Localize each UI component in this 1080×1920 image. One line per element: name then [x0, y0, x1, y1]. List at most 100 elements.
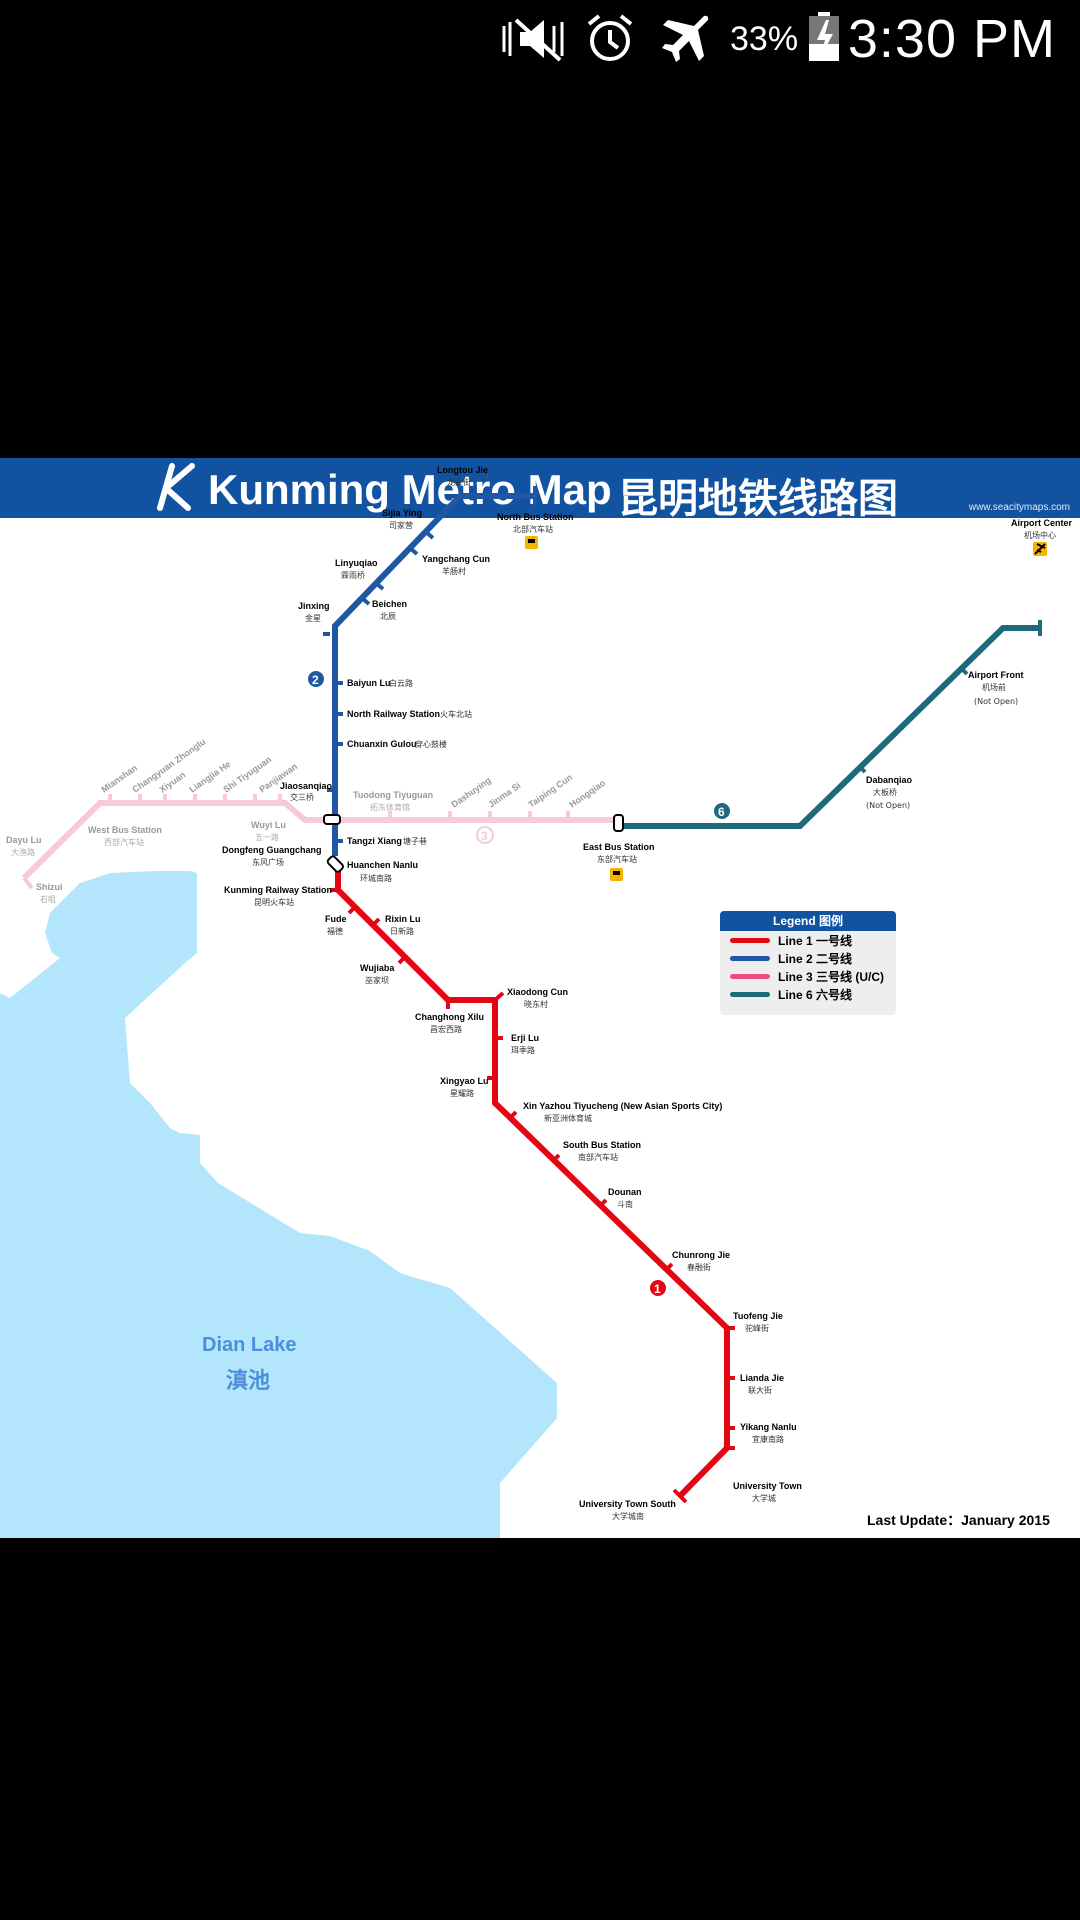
- legend-item-line-2: Line 2 二号线: [720, 949, 896, 967]
- station-note: (Not Open): [974, 697, 1018, 706]
- station-label-cn: 大学城: [752, 1493, 776, 1503]
- dian-lake: [0, 871, 557, 1538]
- station-label: University Town South: [579, 1499, 676, 1509]
- station-label: Jinma Si: [486, 780, 522, 809]
- station-label: Chuanxin Gulou: [347, 739, 417, 749]
- station-label-cn: 北部汽车站: [513, 524, 553, 534]
- map-legend: Legend 图例 Line 1 一号线 Line 2 二号线 Line 3 三…: [720, 911, 896, 1015]
- station-label: Huanchen Nanlu: [347, 860, 418, 870]
- line-6-badge: [714, 803, 730, 819]
- station-label: Rixin Lu: [385, 914, 421, 924]
- last-update: Last Update：January 2015: [867, 1512, 1050, 1528]
- station-label: South Bus Station: [563, 1140, 641, 1150]
- station-label: Yikang Nanlu: [740, 1422, 797, 1432]
- line-1-badge-label: 1: [654, 1282, 661, 1296]
- station-label-cn: 昌宏西路: [430, 1024, 462, 1034]
- station-label: Longtou Jie: [437, 465, 488, 475]
- station-label: Dabanqiao: [866, 775, 913, 785]
- station-label: Dongfeng Guangchang: [222, 845, 322, 855]
- station-label-cn: 穿心鼓楼: [415, 739, 447, 749]
- bus-icon: [525, 536, 538, 549]
- station-label-cn: 司家营: [389, 520, 413, 530]
- line-3-badge-label: 3: [481, 829, 488, 843]
- station-label: Dashuying: [449, 775, 492, 810]
- metro-map-canvas: Dian Lake 滇池 3 6: [0, 465, 1073, 1538]
- station-label: Sijia Ying: [382, 508, 422, 518]
- interchange-dongfeng: [323, 814, 341, 825]
- station-label-cn: 昆明火车站: [254, 897, 294, 907]
- line-3-badge: [476, 826, 494, 844]
- station-label: Tangzi Xiang: [347, 836, 402, 846]
- station-label: Fude: [325, 914, 347, 924]
- station-label-cn: 星耀路: [450, 1088, 474, 1098]
- station-label: Changhong Xilu: [415, 1012, 484, 1022]
- map-header: Kunming Metro Map 昆明地铁线路图 www.seacitymap…: [0, 458, 1080, 522]
- station-label: Shizui: [36, 882, 63, 892]
- station-label: Jinxing: [298, 601, 330, 611]
- station-label-cn: 龙头街: [447, 477, 471, 487]
- line-6-ticks: [857, 620, 1042, 774]
- lake-label-cn: 滇池: [226, 1369, 270, 1394]
- station-label-cn: 羊肠村: [442, 566, 466, 576]
- battery-percent: 33%: [730, 20, 799, 58]
- station-label-cn: 东风广场: [252, 857, 284, 867]
- line-2-path: [332, 493, 535, 856]
- legend-item-line-3: Line 3 三号线 (U/C): [720, 967, 896, 985]
- station-label: Xiaodong Cun: [507, 987, 568, 997]
- station-label-cn: 珥季路: [511, 1045, 535, 1055]
- station-label-cn: 白云路: [389, 678, 413, 688]
- line-2-badge: [308, 671, 324, 687]
- status-bar: 33% 3:30 PM: [0, 0, 1080, 80]
- station-label: Chunrong Jie: [672, 1250, 730, 1260]
- airplane-mode-icon: [660, 14, 710, 62]
- station-label: North Railway Station: [347, 709, 440, 719]
- station-label: East Bus Station: [583, 842, 655, 852]
- station-label: Wujiaba: [360, 963, 395, 973]
- line-2-ticks: [323, 486, 537, 843]
- station-label-cn: 日新路: [390, 926, 414, 936]
- station-label: Airport Front: [968, 670, 1024, 680]
- station-label: Xin Yazhou Tiyucheng (New Asian Sports C…: [523, 1101, 722, 1111]
- airplane-icon: [1033, 542, 1047, 556]
- station-label-cn: 南部汽车站: [578, 1152, 618, 1162]
- station-label-cn: 塘子巷: [403, 836, 427, 846]
- line-3-path: [21, 800, 618, 881]
- station-label-cn: 驼峰街: [745, 1323, 769, 1333]
- station-label-cn: 五一路: [255, 832, 279, 842]
- station-label: Dounan: [608, 1187, 642, 1197]
- lake-label: Dian Lake: [202, 1334, 296, 1356]
- station-label: Lianda Jie: [740, 1373, 784, 1383]
- station-label-cn: 机场中心: [1024, 530, 1056, 540]
- interchange-east-bus: [613, 814, 624, 832]
- map-title: Kunming Metro Map: [208, 466, 612, 513]
- alarm-icon: [585, 12, 635, 64]
- legend-label: Line 6 六号线: [778, 987, 853, 1002]
- line-3-ticks: [22, 794, 570, 890]
- station-label-cn: 宜康南路: [752, 1434, 784, 1444]
- clock: 3:30 PM: [847, 9, 1056, 69]
- station-label: Beichen: [372, 599, 407, 609]
- station-label-cn: 西部汽车站: [104, 837, 144, 847]
- station-label: Tuofeng Jie: [733, 1311, 783, 1321]
- station-label-cn: 交三桥: [290, 792, 314, 802]
- station-label: Airport Center: [1011, 518, 1073, 528]
- station-label-cn: 新亚洲体育城: [544, 1113, 592, 1123]
- station-label: Taiping Cun: [526, 772, 574, 810]
- line-2-badge-label: 2: [312, 673, 319, 687]
- legend-swatch: [730, 937, 770, 943]
- station-label-cn: 大渔路: [11, 847, 35, 857]
- line-1-badge: [650, 1280, 666, 1296]
- station-label: Dayu Lu: [6, 835, 42, 845]
- bus-icon: [610, 868, 623, 881]
- line-6-badge-label: 6: [718, 805, 725, 819]
- station-label-cn: 晓东村: [524, 999, 548, 1009]
- metro-map[interactable]: Kunming Metro Map 昆明地铁线路图 www.seacitymap…: [0, 458, 1080, 1538]
- legend-title: Legend 图例: [720, 911, 896, 931]
- station-label: Baiyun Lu: [347, 678, 391, 688]
- station-label-cn: 福德: [327, 926, 343, 936]
- legend-swatch: [730, 955, 770, 961]
- station-label-cn: 联大街: [748, 1385, 772, 1395]
- station-label: Wuyi Lu: [251, 820, 286, 830]
- legend-item-line-1: Line 1 一号线: [720, 931, 896, 949]
- station-label-cn: 机场前: [982, 682, 1006, 692]
